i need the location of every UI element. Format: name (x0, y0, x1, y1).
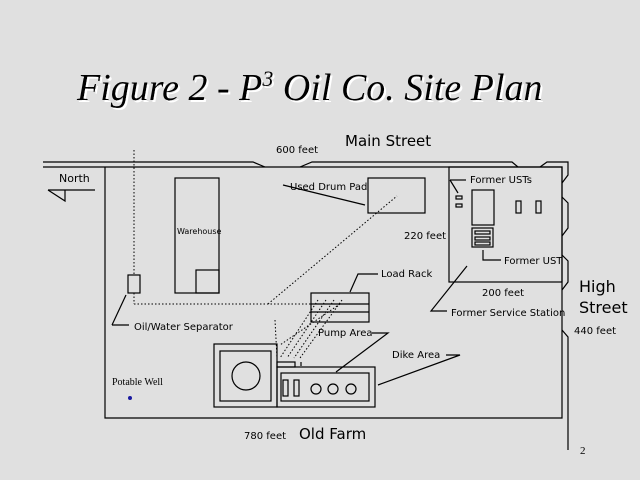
former-usts-label: Former USTs (470, 175, 532, 186)
dike-area (276, 366, 376, 408)
main-street-label: Main Street (345, 132, 431, 150)
station-width-label: 200 feet (482, 288, 524, 299)
high-street-label-1: High (579, 277, 616, 296)
slide-title: Figure 2 - P3 Oil Co. Site Plan (76, 66, 543, 109)
load-rack (310, 292, 370, 323)
oil-water-separator (127, 274, 141, 294)
potable-well-icon (128, 396, 132, 400)
oil-water-separator-label: Oil/Water Separator (134, 322, 234, 333)
pump-area (276, 361, 296, 368)
separator-arrow (111, 294, 127, 326)
former-usts (455, 195, 463, 200)
tank-farm (213, 343, 278, 408)
old-farm-label: Old Farm (299, 425, 366, 443)
storage-tank (231, 361, 261, 391)
potable-well-label: Potable Well (112, 377, 163, 388)
main-street-length: 600 feet (276, 145, 318, 156)
north-arrow-icon (47, 189, 95, 203)
dike-area-label: Dike Area (392, 350, 440, 361)
warehouse-office (195, 269, 220, 294)
pump-area-label: Pump Area (318, 328, 372, 339)
former-service-station (448, 166, 563, 283)
former-ust (471, 227, 494, 248)
station-building (471, 189, 495, 226)
former-ust-label: Former UST (504, 256, 563, 267)
main-street-road (43, 161, 569, 450)
page-number: 2 (580, 445, 586, 457)
north-label: North (59, 172, 90, 185)
used-drum-pad-label: Used Drum Pad (290, 182, 367, 193)
former-service-station-label: Former Service Station (451, 308, 565, 319)
station-depth-label: 220 feet (404, 231, 446, 242)
used-drum-pad (367, 177, 426, 214)
pump-island (515, 200, 522, 214)
high-street-label-2: Street (579, 298, 628, 317)
old-farm-length: 780 feet (244, 431, 286, 442)
property-boundary (104, 166, 563, 419)
high-street-length: 440 feet (574, 326, 616, 337)
piping (133, 150, 398, 359)
load-rack-label: Load Rack (381, 269, 433, 280)
warehouse-label: Warehouse (177, 227, 222, 236)
